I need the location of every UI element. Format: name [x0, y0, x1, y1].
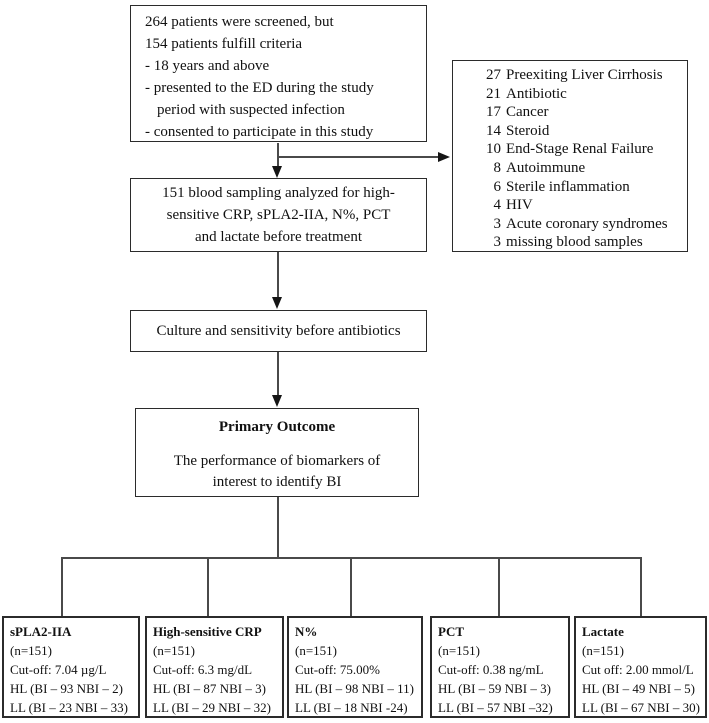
- exclusion-label: End-Stage Renal Failure: [506, 141, 654, 158]
- screening-line: - presented to the ED during the study: [145, 80, 374, 96]
- exclusion-label: Antibiotic: [506, 85, 567, 102]
- biomarker-ll: LL (BI – 29 NBI – 32): [153, 700, 271, 715]
- exclusion-label: Acute coronary syndromes: [506, 215, 668, 232]
- screening-line: period with suspected infection: [157, 102, 345, 118]
- biomarker-title: N%: [295, 624, 318, 639]
- biomarker-n: (n=151): [582, 643, 624, 658]
- biomarker-title: PCT: [438, 624, 464, 639]
- screening-line: 264 patients were screened, but: [145, 14, 334, 30]
- exclusion-label: Preexiting Liver Cirrhosis: [506, 67, 663, 83]
- biomarker-ll: LL (BI – 18 NBI -24): [295, 700, 408, 715]
- blood-sampling-line: sensitive CRP, sPLA2-IIA, N%, PCT: [166, 207, 391, 223]
- biomarker-hl: HL (BI – 93 NBI – 2): [10, 681, 123, 696]
- exclusion-item: 14 Steroid: [481, 122, 683, 141]
- biomarker-hl: HL (BI – 98 NBI – 11): [295, 681, 414, 696]
- screening-line: - 18 years and above: [145, 58, 270, 74]
- tree-drop-spla2: [61, 557, 63, 616]
- exclusion-count: 10: [486, 141, 501, 158]
- exclusion-count: 8: [493, 159, 502, 176]
- exclusion-count: 14: [486, 122, 501, 139]
- biomarker-cutoff: Cut-off: 6.3 mg/dL: [153, 662, 253, 677]
- blood-sampling-box: 151 blood sampling analyzed for high- se…: [130, 178, 427, 252]
- exclusion-item: 21 Antibiotic: [481, 85, 683, 104]
- exclusion-count: 3: [493, 234, 502, 251]
- tree-drop-lactate: [640, 557, 642, 616]
- biomarker-n: (n=151): [10, 643, 52, 658]
- exclusion-count: 21: [486, 85, 501, 102]
- primary-outcome-line: The performance of biomarkers of: [173, 453, 381, 469]
- blood-sampling-line: 151 blood sampling analyzed for high-: [162, 185, 395, 201]
- tree-drop-pct: [498, 557, 500, 616]
- down-arrowhead-icon: [272, 297, 282, 309]
- exclusion-count: 6: [493, 178, 502, 195]
- biomarker-ll: LL (BI – 57 NBI –32): [438, 700, 553, 715]
- exclusion-item: 17 Cancer: [481, 103, 683, 122]
- down-arrowhead-icon: [272, 395, 282, 407]
- culture-text: Culture and sensitivity before antibioti…: [156, 323, 401, 339]
- biomarker-n: (n=151): [153, 643, 195, 658]
- biomarker-cutoff: Cut-off: 0.38 ng/mL: [438, 662, 544, 677]
- biomarker-title: Lactate: [582, 624, 624, 639]
- exclusion-label: Autoimmune: [506, 159, 586, 176]
- biomarker-box-lactate: Lactate (n=151) Cut off: 2.00 mmol/L HL …: [574, 616, 707, 718]
- connector-culture-to-outcome: [277, 352, 279, 396]
- biomarker-box-npct: N% (n=151) Cut-off: 75.00% HL (BI – 98 N…: [287, 616, 423, 718]
- biomarker-box-crp: High-sensitive CRP (n=151) Cut-off: 6.3 …: [145, 616, 284, 718]
- biomarker-hl: HL (BI – 59 NBI – 3): [438, 681, 551, 696]
- primary-outcome-title: Primary Outcome: [218, 419, 336, 435]
- primary-outcome-box: Primary Outcome The performance of bioma…: [135, 408, 419, 497]
- exclusion-item: 27 Preexiting Liver Cirrhosis: [481, 66, 683, 85]
- biomarker-n: (n=151): [438, 643, 480, 658]
- biomarker-title: High-sensitive CRP: [153, 624, 262, 639]
- biomarker-ll: LL (BI – 23 NBI – 33): [10, 700, 128, 715]
- biomarker-cutoff: Cut-off: 7.04 µg/L: [10, 662, 107, 677]
- biomarker-hl: HL (BI – 87 NBI – 3): [153, 681, 266, 696]
- biomarker-cutoff: Cut off: 2.00 mmol/L: [582, 662, 694, 677]
- screening-box: 264 patients were screened, but 154 pati…: [130, 5, 427, 142]
- culture-box: Culture and sensitivity before antibioti…: [130, 310, 427, 352]
- exclusion-count: 27: [486, 67, 501, 83]
- biomarker-cutoff: Cut-off: 75.00%: [295, 662, 380, 677]
- biomarker-box-spla2: sPLA2-IIA (n=151) Cut-off: 7.04 µg/L HL …: [2, 616, 140, 718]
- exclusion-count: 17: [486, 104, 501, 121]
- exclusion-label: HIV: [506, 197, 533, 214]
- connector-outcome-to-tree: [277, 497, 279, 558]
- primary-outcome-line: interest to identify BI: [212, 474, 342, 490]
- connector-screening-to-blood: [277, 143, 279, 167]
- exclusion-count: 3: [493, 215, 502, 232]
- exclusion-count: 4: [493, 197, 502, 214]
- screening-line: 154 patients fulfill criteria: [145, 36, 303, 52]
- tree-drop-npct: [350, 557, 352, 616]
- biomarker-ll: LL (BI – 67 NBI – 30): [582, 700, 700, 715]
- down-arrowhead-icon: [272, 166, 282, 178]
- biomarker-box-pct: PCT (n=151) Cut-off: 0.38 ng/mL HL (BI –…: [430, 616, 570, 718]
- exclusion-label: Sterile inflammation: [506, 178, 630, 195]
- connector-branch-to-exclusions: [277, 156, 438, 158]
- blood-sampling-line: and lactate before treatment: [195, 229, 362, 245]
- connector-blood-to-culture: [277, 252, 279, 298]
- exclusion-item: 10 End-Stage Renal Failure: [481, 140, 683, 159]
- biomarker-title: sPLA2-IIA: [10, 624, 72, 639]
- exclusion-label: Steroid: [506, 122, 550, 139]
- exclusion-label: missing blood samples: [506, 234, 643, 251]
- tree-drop-crp: [207, 557, 209, 616]
- biomarker-n: (n=151): [295, 643, 337, 658]
- biomarker-hl: HL (BI – 49 NBI – 5): [582, 681, 695, 696]
- screening-line: - consented to participate in this study: [145, 124, 374, 140]
- exclusions-box: 27 Preexiting Liver Cirrhosis 21 Antibioti…: [452, 60, 688, 252]
- exclusion-label: Cancer: [506, 104, 549, 121]
- right-arrowhead-icon: [438, 151, 450, 162]
